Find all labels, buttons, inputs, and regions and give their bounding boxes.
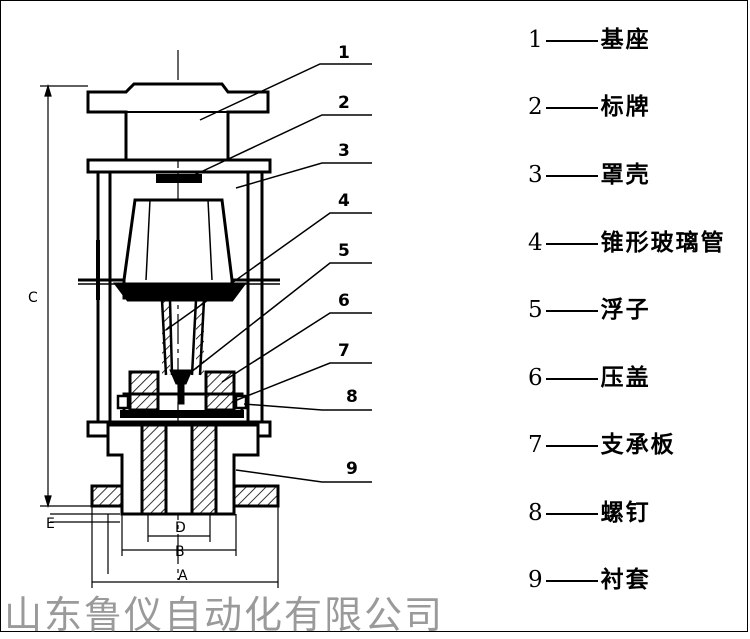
legend-number: 1 (528, 27, 543, 53)
legend-dash (545, 580, 598, 582)
legend-item-1: 1 基座 (528, 22, 651, 58)
top-cap (86, 82, 270, 162)
legend-item-8: 8 螺钉 (528, 495, 651, 531)
company-watermark: 山东鲁仪自动化有限公司 (4, 593, 445, 637)
legend-dash (545, 378, 598, 380)
legend-dash (545, 175, 598, 177)
legend-number: 4 (528, 230, 543, 256)
callout-4: 4 (338, 191, 350, 211)
legend-number: 8 (528, 500, 543, 526)
legend-label: 罩壳 (600, 161, 651, 188)
callout-8: 8 (346, 387, 358, 407)
legend-dash (545, 243, 598, 245)
leader-lines (165, 63, 372, 483)
callout-1: 1 (338, 43, 350, 63)
dimension-b: B (175, 544, 185, 560)
legend-item-9: 9 衬套 (528, 562, 651, 598)
legend-label: 螺钉 (600, 499, 651, 526)
legend-dash (545, 310, 598, 312)
legend-label: 标牌 (600, 93, 651, 120)
upper-fitting (113, 198, 247, 302)
legend-label: 浮子 (600, 296, 651, 323)
support-plate (120, 410, 244, 418)
dimension-c: C (28, 290, 38, 306)
dimension-a: A (178, 568, 188, 584)
legend-item-4: 4 锥形玻璃管 (528, 225, 726, 261)
callout-numbers: 1 2 3 4 5 6 7 8 9 (338, 43, 358, 479)
legend-dash (545, 513, 598, 515)
dimension-labels: C E D B A (28, 290, 188, 584)
dimension-lines (40, 83, 279, 588)
label-plate (156, 174, 202, 183)
legend-label: 支承板 (600, 431, 676, 458)
dimension-e: E (46, 516, 55, 532)
legend-number: 7 (528, 432, 543, 458)
legend-number: 6 (528, 365, 543, 391)
legend-number: 5 (528, 297, 543, 323)
callout-2: 2 (338, 93, 350, 113)
dimension-d: D (175, 520, 186, 536)
base-body-lining (90, 423, 280, 516)
gland-cover (122, 370, 244, 414)
callout-7: 7 (338, 341, 350, 361)
legend-dash (545, 445, 598, 447)
legend-dash (545, 40, 598, 42)
callout-6: 6 (338, 291, 350, 311)
legend-item-5: 5 浮子 (528, 292, 651, 328)
tapered-glass-tube (160, 299, 206, 376)
callout-9: 9 (346, 459, 358, 479)
callout-5: 5 (338, 241, 350, 261)
legend-number: 2 (528, 94, 543, 120)
legend-label: 压盖 (600, 364, 651, 391)
float (169, 369, 193, 405)
legend-dash (545, 107, 598, 109)
legend-number: 9 (528, 567, 543, 593)
legend-item-6: 6 压盖 (528, 360, 651, 396)
callout-3: 3 (338, 141, 350, 161)
legend-label: 衬套 (600, 566, 651, 593)
legend-item-2: 2 标牌 (528, 89, 651, 125)
legend-label: 基座 (600, 26, 651, 53)
legend-number: 3 (528, 162, 543, 188)
screws (116, 394, 248, 410)
legend-item-7: 7 支承板 (528, 427, 676, 463)
legend-item-3: 3 罩壳 (528, 157, 651, 193)
legend-label: 锥形玻璃管 (600, 229, 726, 256)
